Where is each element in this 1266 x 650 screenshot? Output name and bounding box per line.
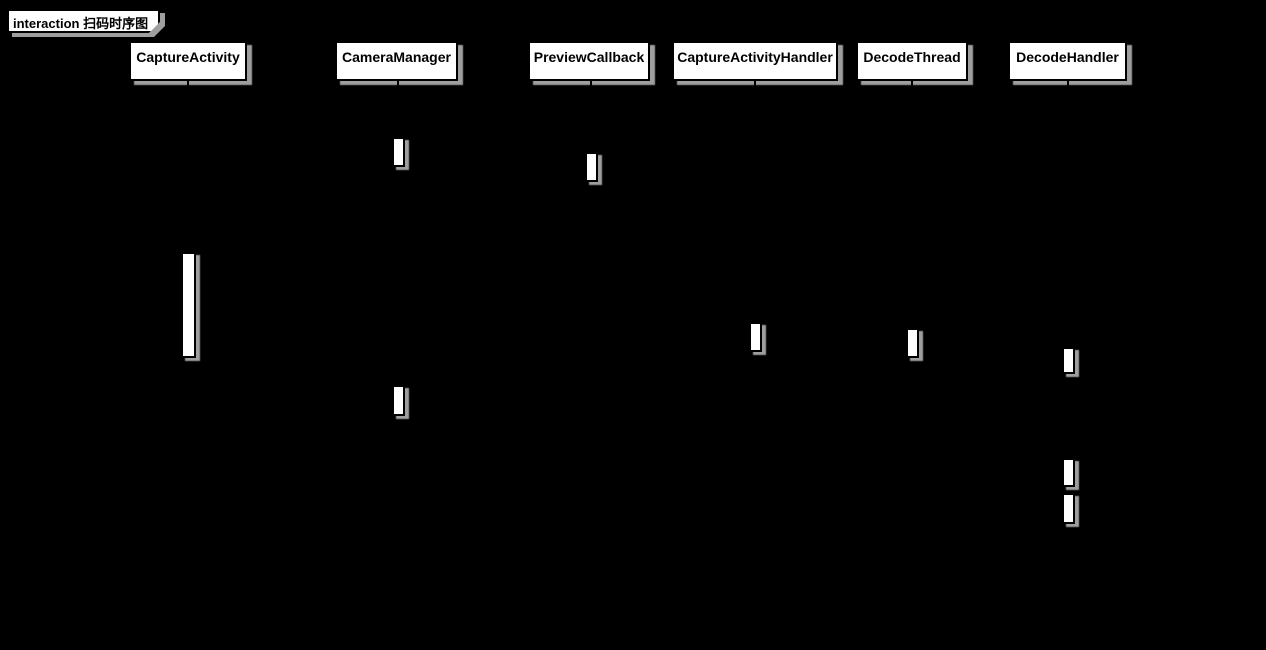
diagram-title-tab: interaction 扫码时序图: [7, 9, 160, 33]
participant-box-capture-activity: CaptureActivity: [129, 41, 247, 81]
activation-bar-camera-manager: [392, 385, 405, 416]
activation-bar-capture-activity: [181, 252, 196, 358]
participant-box-camera-manager: CameraManager: [335, 41, 458, 81]
participant-label: DecodeHandler: [1016, 49, 1119, 65]
activation-bar-decode-handler: [1062, 458, 1075, 487]
activation-bar-preview-callback: [585, 152, 598, 182]
activation-bar-decode-handler: [1062, 493, 1075, 524]
participant-label: DecodeThread: [863, 49, 961, 65]
participant-box-decode-thread: DecodeThread: [856, 41, 968, 81]
participant-box-decode-handler: DecodeHandler: [1008, 41, 1127, 81]
lifeline-decode-thread: [911, 81, 913, 642]
participant-label: PreviewCallback: [533, 49, 645, 65]
activation-bar-camera-manager: [392, 137, 405, 167]
lifeline-capture-activity-handler: [754, 81, 756, 642]
title-tab-face: [7, 9, 160, 33]
activation-bar-capture-activity-handler: [749, 322, 762, 352]
participant-label: CaptureActivity: [136, 49, 240, 65]
lifeline-capture-activity: [187, 81, 189, 642]
activation-bar-decode-thread: [906, 328, 919, 358]
participant-box-capture-activity-handler: CaptureActivityHandler: [672, 41, 838, 81]
participant-label: CaptureActivityHandler: [677, 49, 833, 65]
lifeline-camera-manager: [397, 81, 399, 642]
lifeline-preview-callback: [590, 81, 592, 642]
participant-box-preview-callback: PreviewCallback: [528, 41, 650, 81]
activation-bar-decode-handler: [1062, 347, 1075, 374]
participant-label: CameraManager: [342, 49, 451, 65]
diagram-title: interaction 扫码时序图: [13, 16, 149, 31]
